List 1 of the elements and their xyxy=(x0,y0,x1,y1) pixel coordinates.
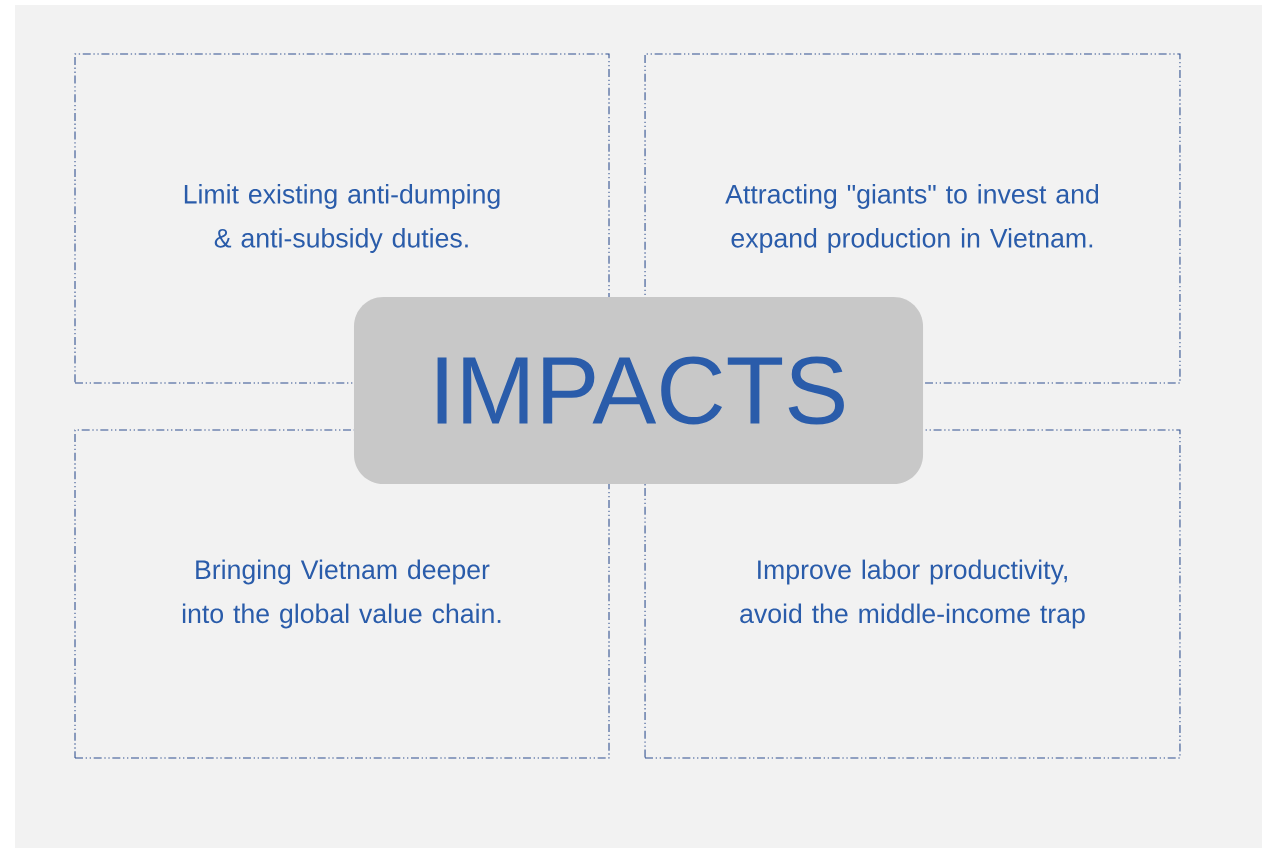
title-box: IMPACTS xyxy=(354,297,924,484)
